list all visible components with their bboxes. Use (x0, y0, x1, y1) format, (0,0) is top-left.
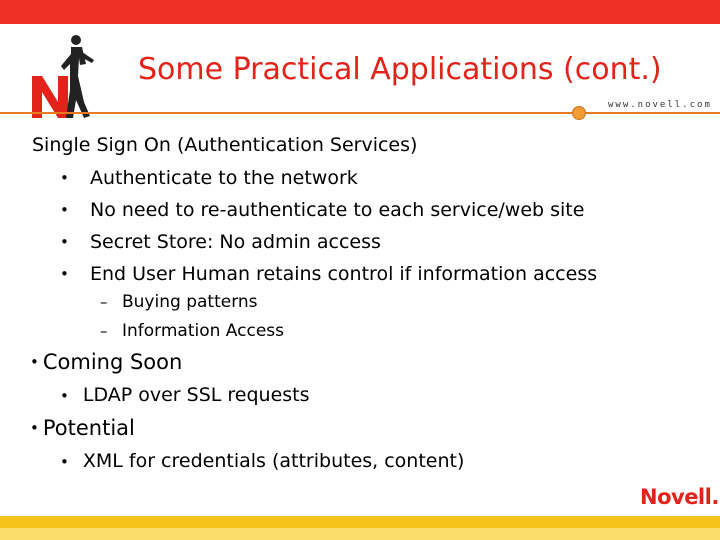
list-item: Information Access (100, 319, 284, 348)
bullet-dot: • (60, 387, 69, 405)
bottom-band (0, 516, 720, 528)
potential-item: •XML for credentials (attributes, conten… (60, 450, 465, 472)
list-item: No need to re-authenticate to each servi… (60, 197, 597, 229)
page-title: Some Practical Applications (cont.) (138, 52, 662, 87)
list-item: End User Human retains control if inform… (60, 261, 597, 293)
list-item: Buying patterns (100, 290, 284, 319)
bullet-dot: • (30, 353, 39, 371)
list-item: Secret Store: No admin access (60, 229, 597, 261)
coming-soon-heading: •Coming Soon (30, 350, 183, 374)
novell-n-figure-icon (32, 35, 94, 118)
potential-heading: •Potential (30, 416, 135, 440)
control-sub-list: Buying patterns Information Access (100, 290, 284, 348)
title-divider (0, 112, 720, 114)
divider-dot (572, 106, 586, 120)
sso-bullet-list: Authenticate to the network No need to r… (60, 165, 597, 293)
bottom-band-light (0, 528, 720, 540)
bullet-dot: • (60, 453, 69, 471)
list-item: Authenticate to the network (60, 165, 597, 197)
website-url: www.novell.com (608, 100, 712, 110)
novell-wordmark: Novell. (640, 485, 719, 509)
coming-soon-item: •LDAP over SSL requests (60, 384, 310, 406)
top-red-bar (0, 0, 720, 24)
bullet-dot: • (30, 419, 39, 437)
section-heading: Single Sign On (Authentication Services) (32, 134, 418, 156)
